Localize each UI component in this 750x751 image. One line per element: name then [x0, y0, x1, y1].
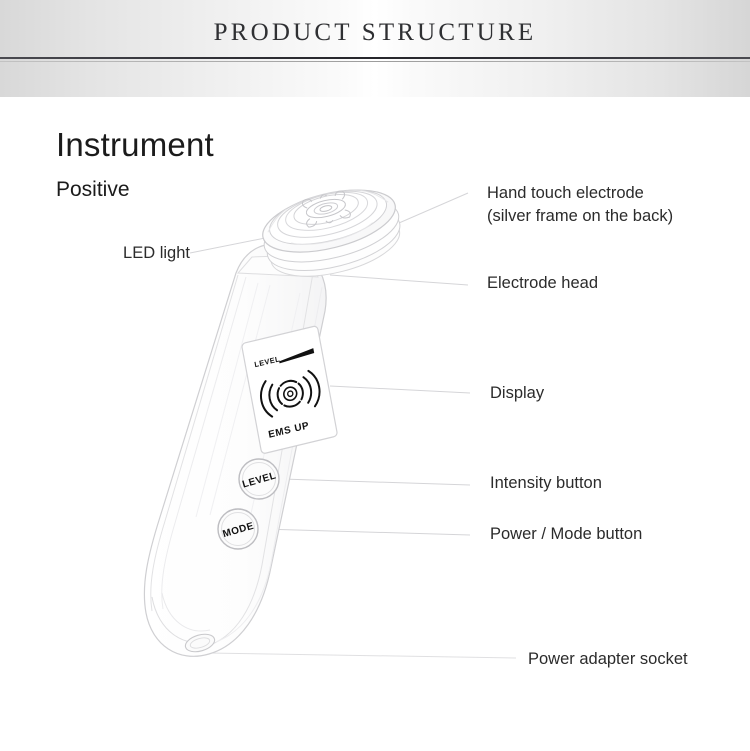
body-left-seam [150, 274, 239, 612]
intensity-button[interactable]: LEVEL [238, 458, 280, 500]
callout-hand-touch-electrode-line2: (silver frame on the back) [487, 207, 674, 225]
power-adapter-socket [184, 633, 216, 653]
page-subtitle: Positive [56, 178, 130, 201]
leader-line-display [329, 385, 471, 394]
header-divider-light [0, 61, 750, 62]
led-light-cluster [301, 190, 351, 228]
power-mode-button[interactable]: MODE [217, 508, 259, 550]
callout-led-light: LED light [123, 244, 190, 262]
display-screen: LEVEL EMS UP [241, 325, 338, 454]
ems-wave-icon [260, 369, 321, 418]
page-banner-title: PRODUCT STRUCTURE [213, 19, 537, 46]
header-divider-dark [0, 57, 750, 59]
body-left-seam-2 [161, 276, 247, 610]
callout-power-adapter-socket: Power adapter socket [528, 650, 688, 668]
device-illustration: LEVEL EMS UP LEVEL MODE [0, 97, 750, 751]
leader-line-socket [207, 652, 517, 659]
callout-hand-touch-electrode-line1: Hand touch electrode [487, 184, 644, 202]
leader-line-electrode-head [329, 274, 469, 286]
leader-line-intensity [281, 478, 471, 486]
device-body [143, 243, 327, 657]
callout-intensity-button: Intensity button [490, 474, 602, 492]
callout-electrode-head: Electrode head [487, 274, 598, 292]
display-screen-frame [241, 325, 338, 454]
callout-display: Display [490, 384, 545, 402]
head-ticks [267, 190, 389, 245]
page-title: Instrument [56, 126, 214, 163]
body-bottom-cap-2 [161, 592, 211, 632]
callout-power-mode-button: Power / Mode button [490, 525, 643, 543]
body-outline [143, 243, 327, 657]
leader-line-power-mode [261, 528, 471, 536]
body-right-seam-2 [215, 286, 323, 643]
electrode-head [262, 189, 401, 277]
header-banner: PRODUCT STRUCTURE [0, 0, 750, 97]
display-level-bar [279, 348, 315, 364]
callout-hand-touch-electrode: Hand touch electrode (silver frame on th… [487, 182, 673, 228]
